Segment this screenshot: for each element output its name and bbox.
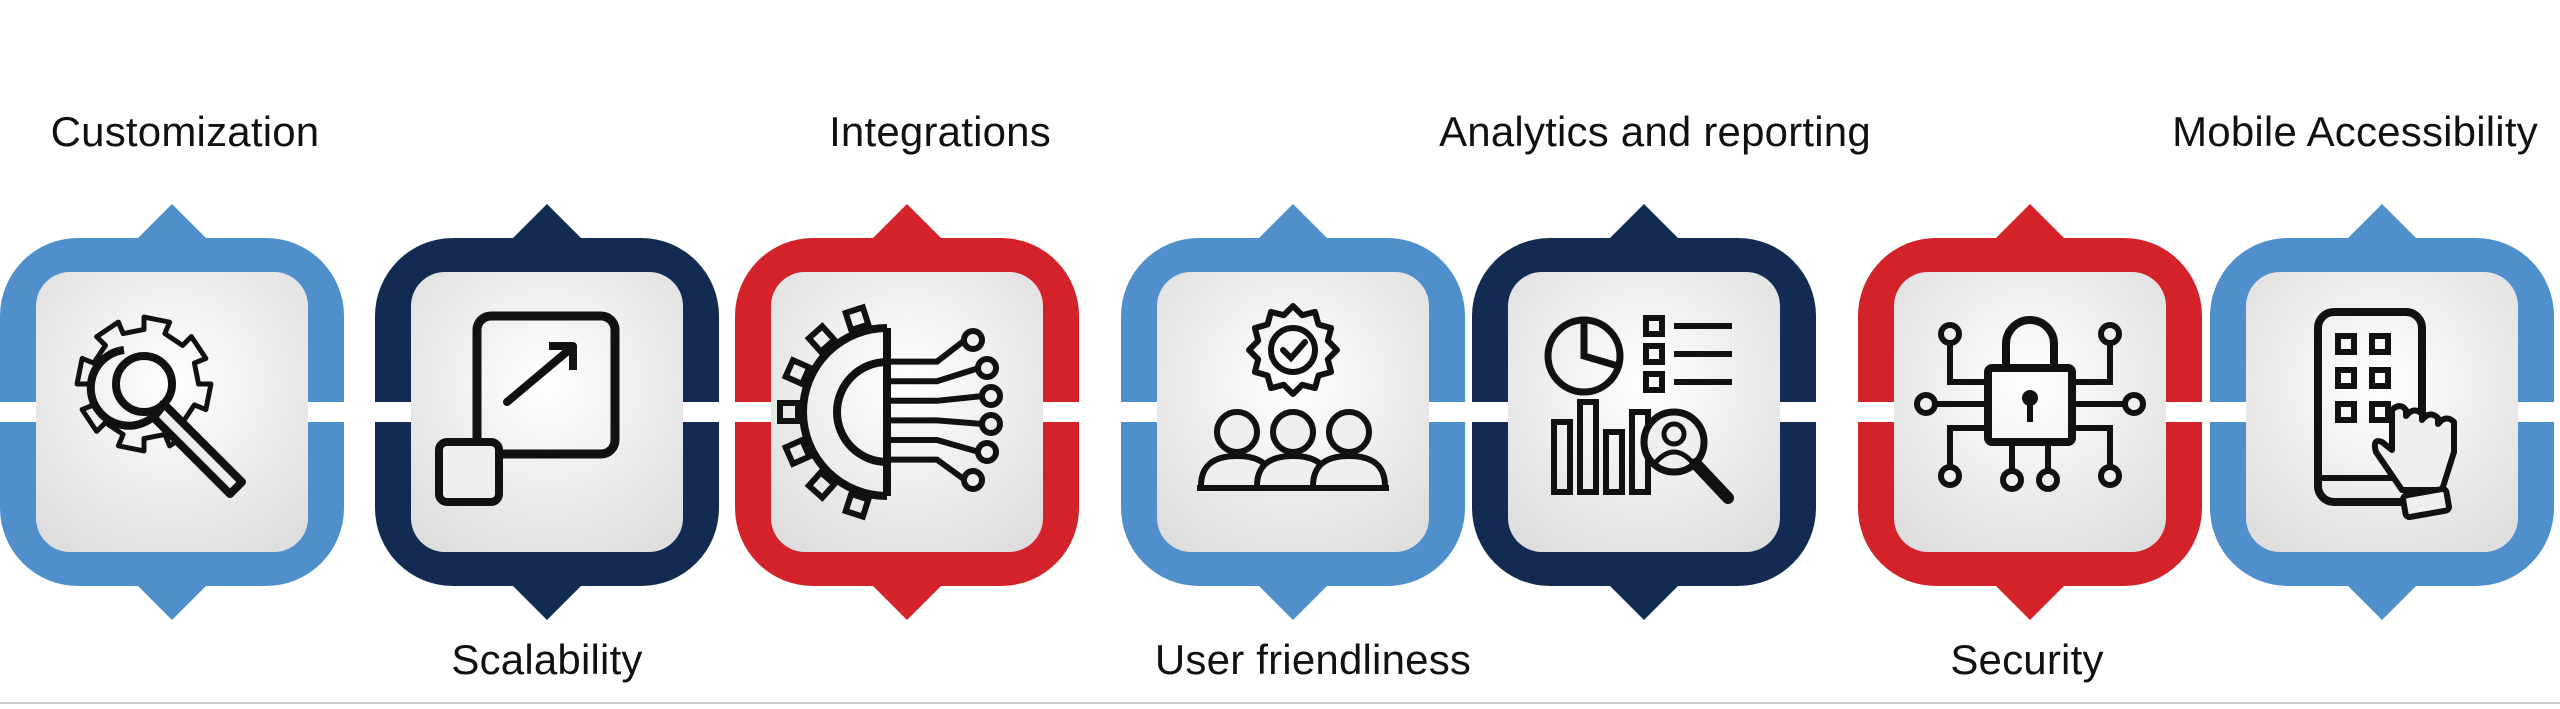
step-customization bbox=[0, 204, 352, 620]
bottom-arrow-tip bbox=[1253, 580, 1333, 620]
top-arrow-tip bbox=[132, 204, 212, 244]
gear-wrench-icon bbox=[74, 314, 246, 498]
connector-gap bbox=[1814, 402, 1860, 422]
scale-up-arrow-icon bbox=[435, 311, 620, 506]
connector-gap bbox=[1077, 402, 1123, 422]
bottom-divider bbox=[0, 702, 2560, 704]
connector-gap bbox=[2200, 402, 2212, 422]
mobile-touch-icon bbox=[2314, 308, 2457, 521]
users-badge-icon bbox=[1197, 303, 1389, 491]
top-arrow-tip bbox=[2342, 204, 2422, 244]
bottom-arrow-tip bbox=[1604, 580, 1684, 620]
connector-gap bbox=[717, 402, 737, 422]
top-arrow-tip bbox=[867, 204, 947, 244]
top-arrow-tip bbox=[1604, 204, 1684, 244]
padlock-circuit-icon bbox=[1914, 316, 2146, 492]
label-user-friendliness: User friendliness bbox=[1154, 636, 1472, 683]
label-mobile-accessibility: Mobile Accessibility bbox=[2172, 108, 2538, 155]
label-scalability: Scalability bbox=[451, 636, 643, 683]
bottom-arrow-tip bbox=[2342, 580, 2422, 620]
gear-circuit-icon bbox=[777, 303, 1003, 521]
label-security: Security bbox=[1950, 636, 2104, 683]
label-analytics-and-reporting: Analytics and reporting bbox=[1439, 108, 1871, 155]
top-arrow-tip bbox=[507, 204, 587, 244]
bottom-arrow-tip bbox=[1990, 580, 2070, 620]
step-user-friendliness bbox=[1113, 204, 1473, 620]
bottom-arrow-tip bbox=[507, 580, 587, 620]
inner-tile bbox=[771, 272, 1043, 552]
connector-gap bbox=[1463, 402, 1474, 422]
top-arrow-tip bbox=[1253, 204, 1333, 244]
bottom-arrow-tip bbox=[132, 580, 212, 620]
step-integrations bbox=[727, 204, 1087, 620]
label-customization: Customization bbox=[50, 108, 320, 155]
analytics-report-icon bbox=[1544, 315, 1734, 504]
step-mobile-accessibility bbox=[2202, 204, 2560, 620]
bottom-arrow-tip bbox=[867, 580, 947, 620]
top-arrow-tip bbox=[1990, 204, 2070, 244]
step-analytics-and-reporting bbox=[1464, 204, 1824, 620]
step-scalability bbox=[367, 204, 727, 620]
step-security bbox=[1850, 204, 2210, 620]
connector-gap bbox=[342, 402, 377, 422]
label-integrations: Integrations bbox=[829, 108, 1051, 155]
